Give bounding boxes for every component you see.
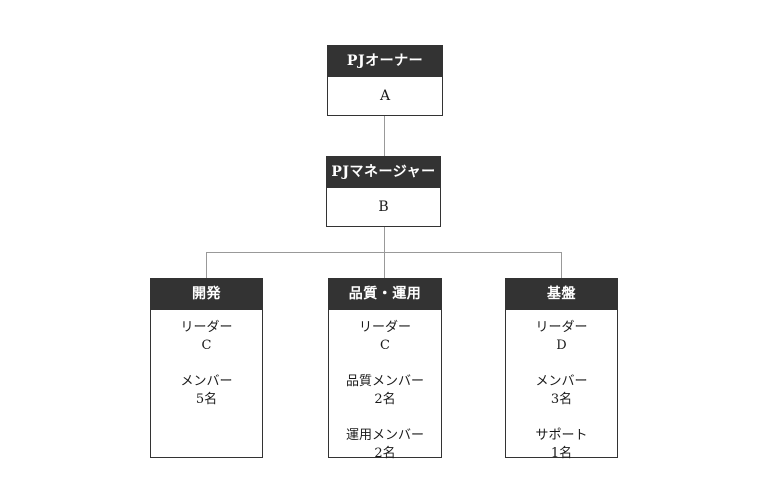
group-value: 5名 xyxy=(195,392,218,407)
node-infrastructure-body: リーダー D メンバー 3名 サポート 1名 xyxy=(506,310,617,463)
group-operations-members: 運用メンバー 2名 xyxy=(329,427,441,463)
connector-manager-trunk xyxy=(384,226,385,253)
group-value: D xyxy=(556,338,567,353)
group-members: メンバー 5名 xyxy=(151,373,262,409)
group-label: メンバー xyxy=(180,374,233,389)
node-pj-manager-title: PJマネージャー xyxy=(327,157,440,188)
group-value: C xyxy=(380,338,390,353)
connector-owner-manager xyxy=(384,115,385,156)
group-value: 3名 xyxy=(550,392,573,407)
group-value: 2名 xyxy=(374,392,396,407)
group-label: 品質メンバー xyxy=(345,374,424,389)
node-quality-operations-title: 品質・運用 xyxy=(329,279,441,310)
group-quality-members: 品質メンバー 2名 xyxy=(329,373,441,409)
group-label: 運用メンバー xyxy=(345,428,424,443)
group-members: メンバー 3名 xyxy=(506,373,617,409)
group-value: 1名 xyxy=(550,446,573,461)
node-pj-owner: PJオーナー A xyxy=(327,45,443,116)
group-label: サポート xyxy=(535,428,588,443)
connector-drop-infra xyxy=(561,252,562,278)
group-label: リーダー xyxy=(358,320,411,335)
node-development-title: 開発 xyxy=(151,279,262,310)
group-value: 2名 xyxy=(374,446,396,461)
connector-drop-qa xyxy=(384,252,385,278)
node-development-body: リーダー C メンバー 5名 xyxy=(151,310,262,409)
group-value: C xyxy=(201,338,212,353)
node-infrastructure: 基盤 リーダー D メンバー 3名 サポート 1名 xyxy=(505,278,618,461)
group-leader: リーダー D xyxy=(506,319,617,355)
group-support: サポート 1名 xyxy=(506,427,617,463)
group-label: リーダー xyxy=(535,320,588,335)
node-development: 開発 リーダー C メンバー 5名 xyxy=(150,278,263,458)
node-infrastructure-title: 基盤 xyxy=(506,279,617,310)
node-pj-manager: PJマネージャー B xyxy=(326,156,441,227)
connector-drop-dev xyxy=(206,252,207,278)
node-quality-operations-body: リーダー C 品質メンバー 2名 運用メンバー 2名 xyxy=(329,310,441,463)
node-pj-manager-body: B xyxy=(378,199,389,215)
group-label: メンバー xyxy=(535,374,588,389)
group-leader: リーダー C xyxy=(329,319,441,355)
group-leader: リーダー C xyxy=(151,319,262,355)
node-pj-owner-body: A xyxy=(379,88,391,104)
node-quality-operations: 品質・運用 リーダー C 品質メンバー 2名 運用メンバー 2名 xyxy=(328,278,442,461)
node-pj-owner-title: PJオーナー xyxy=(328,46,442,77)
group-label: リーダー xyxy=(180,320,233,335)
